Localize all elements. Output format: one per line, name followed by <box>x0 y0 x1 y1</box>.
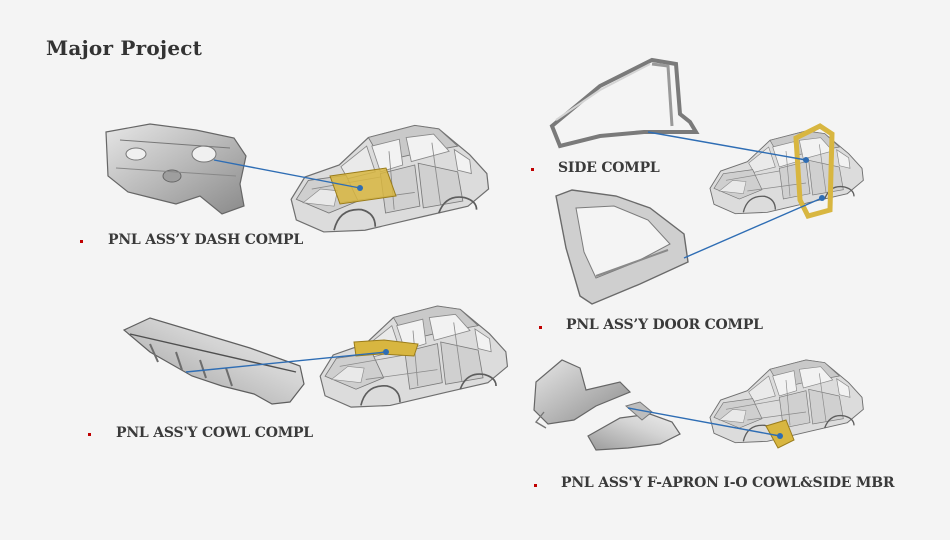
cowl-highlight <box>353 339 419 357</box>
connector-apron <box>627 407 781 437</box>
label-cowl-compl: PNL ASS'Y COWL COMPL <box>116 425 313 441</box>
dash-highlight <box>329 167 397 205</box>
bullet-cowl <box>88 433 91 436</box>
connector-dot-side <box>803 157 809 163</box>
bullet-apron <box>534 484 537 487</box>
car-body-cowl <box>319 305 509 409</box>
label-apron-cowl-side-mbr: PNL ASS'Y F-APRON I-O COWL&SIDE MBR <box>561 475 895 491</box>
page-title: Major Project <box>46 36 203 60</box>
door-compl-part <box>555 189 689 305</box>
dash-panel-part <box>105 123 247 215</box>
label-side-compl: SIDE COMPL <box>558 160 660 176</box>
connector-dot-cowl <box>383 349 389 355</box>
connector-dash <box>213 159 361 189</box>
bullet-side <box>531 168 534 171</box>
side-compl-part <box>549 57 700 149</box>
bullet-dash <box>80 240 83 243</box>
connector-dot-apron <box>777 433 783 439</box>
cowl-compl-part <box>122 317 305 405</box>
side-highlight <box>793 123 835 219</box>
connector-side <box>647 131 807 161</box>
car-body-side <box>709 130 865 215</box>
label-door-compl: PNL ASS’Y DOOR COMPL <box>566 317 763 333</box>
label-dash-compl: PNL ASS’Y DASH COMPL <box>108 232 303 248</box>
connector-cowl <box>185 351 387 373</box>
bullet-door <box>539 326 542 329</box>
connector-door <box>683 197 823 259</box>
connector-dot-door <box>819 195 825 201</box>
apron-members-part <box>533 359 681 451</box>
connector-dot-dash <box>357 185 363 191</box>
